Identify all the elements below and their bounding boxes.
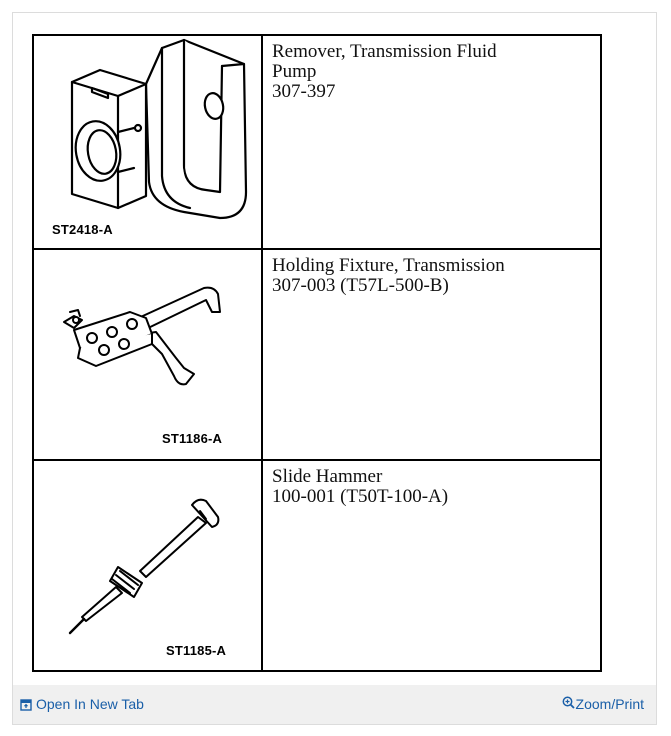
tool-illustration-cell: ST2418-A xyxy=(32,34,263,250)
part-number: 307-397 xyxy=(272,81,336,102)
tool-illustration-cell: ST1186-A xyxy=(32,247,263,462)
fluid-pump-remover-illustration xyxy=(70,38,248,220)
tool-illustration-cell: ST1185-A xyxy=(32,459,263,672)
table-row: ST2418-A Remover, Transmission Fluid Pum… xyxy=(32,34,602,250)
tool-description-cell: Slide Hammer 100-001 (T50T-100-A) xyxy=(261,459,602,672)
open-in-new-tab-link[interactable]: Open In New Tab xyxy=(20,685,144,724)
tool-description-cell: Holding Fixture, Transmission 307-003 (T… xyxy=(261,247,602,462)
tool-name: Slide Hammer xyxy=(272,466,383,488)
figure-code: ST1185-A xyxy=(166,643,227,659)
image-footer-bar: Open In New Tab Zoom/Print xyxy=(13,685,656,724)
open-in-new-tab-icon xyxy=(20,699,32,711)
zoom-print-link[interactable]: Zoom/Print xyxy=(562,685,644,724)
figure-code: ST1186-A xyxy=(162,430,223,446)
tool-name: Remover, Transmission Fluid xyxy=(272,41,497,62)
zoom-print-label: Zoom/Print xyxy=(575,696,644,712)
open-in-new-tab-label: Open In New Tab xyxy=(36,696,144,712)
zoom-in-icon xyxy=(562,696,575,709)
figure-code: ST2418-A xyxy=(52,222,113,237)
tool-description-cell: Remover, Transmission Fluid Pump 307-397 xyxy=(261,34,602,250)
holding-fixture-illustration xyxy=(63,286,221,385)
tool-name: Holding Fixture, Transmission xyxy=(272,254,505,276)
table-row: ST1185-A Slide Hammer 100-001 (T50T-100-… xyxy=(32,459,602,672)
table-row: ST1186-A Holding Fixture, Transmission 3… xyxy=(32,247,602,462)
special-tools-table: ST2418-A Remover, Transmission Fluid Pum… xyxy=(32,34,602,672)
part-number: 307-003 (T57L-500-B) xyxy=(272,274,449,296)
part-number: 100-001 (T50T-100-A) xyxy=(272,486,449,508)
slide-hammer-illustration xyxy=(68,499,220,635)
tool-name-continued: Pump xyxy=(272,61,317,82)
